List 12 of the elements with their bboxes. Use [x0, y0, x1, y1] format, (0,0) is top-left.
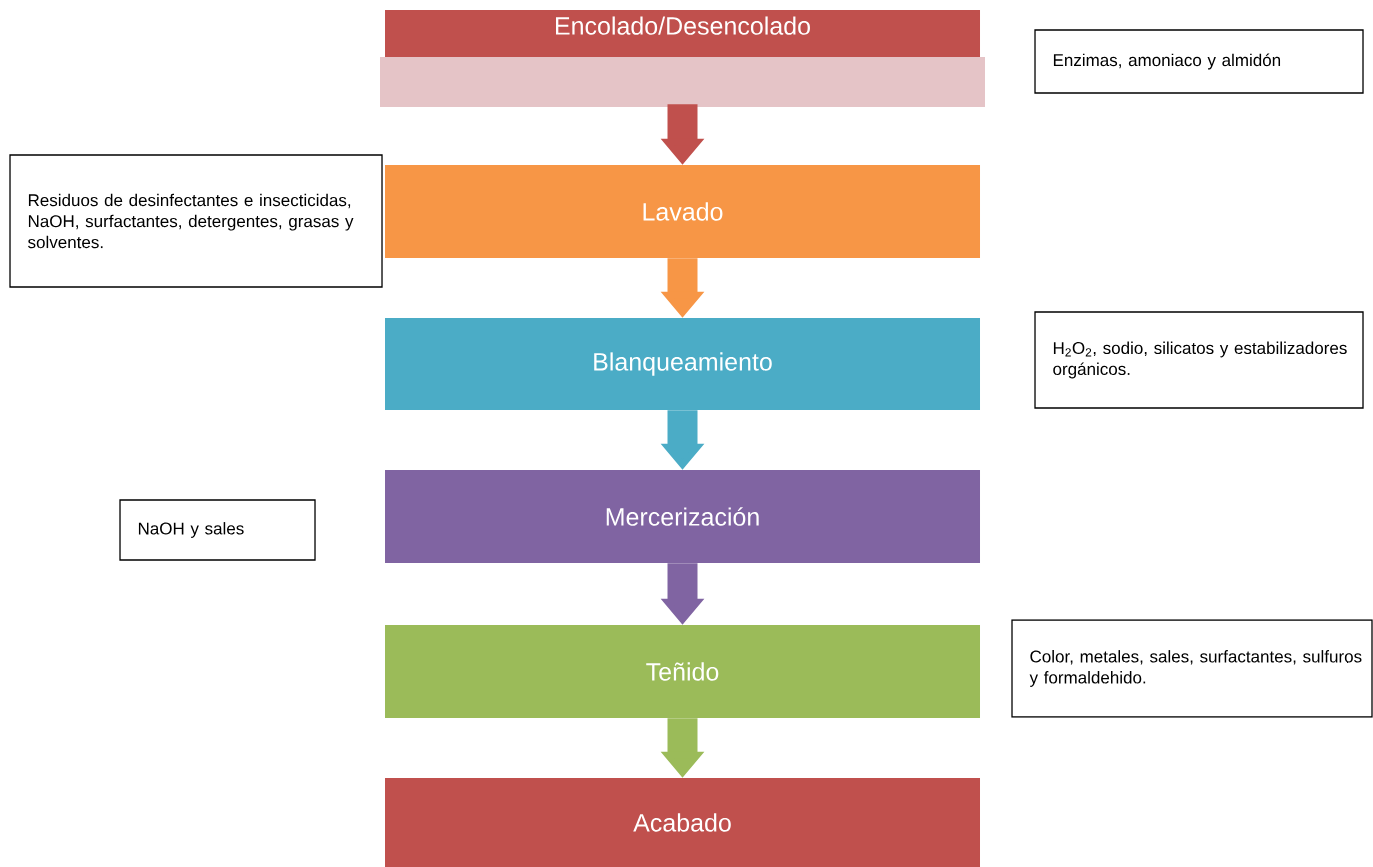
note-box: Residuos de desinfectantes e insecticidas, NaOH, surfactantes, detergentes, grasas y solventes.	[9, 154, 383, 288]
process-box: Acabado	[385, 778, 980, 867]
process-box: Blanqueamiento	[385, 318, 980, 410]
note-box: H$_{2}$O$_{2}$, sodio, silicatos y estabilizadores orgánicos.	[1034, 311, 1364, 409]
process-box: Mercerización	[385, 470, 980, 563]
note-box: NaOH y sales	[119, 499, 316, 561]
process-box: Encolado/Desencolado	[380, 10, 985, 107]
node-label: Encolado/Desencolado	[556, 16, 810, 35]
process-box: Lavado	[385, 165, 980, 258]
process-box: Teñido	[385, 625, 980, 718]
note-box: Enzimas, amoniaco y almidón	[1034, 29, 1364, 94]
note-box: Color, metales, sales, surfactantes, sulfuros y formaldehido.	[1011, 619, 1373, 718]
